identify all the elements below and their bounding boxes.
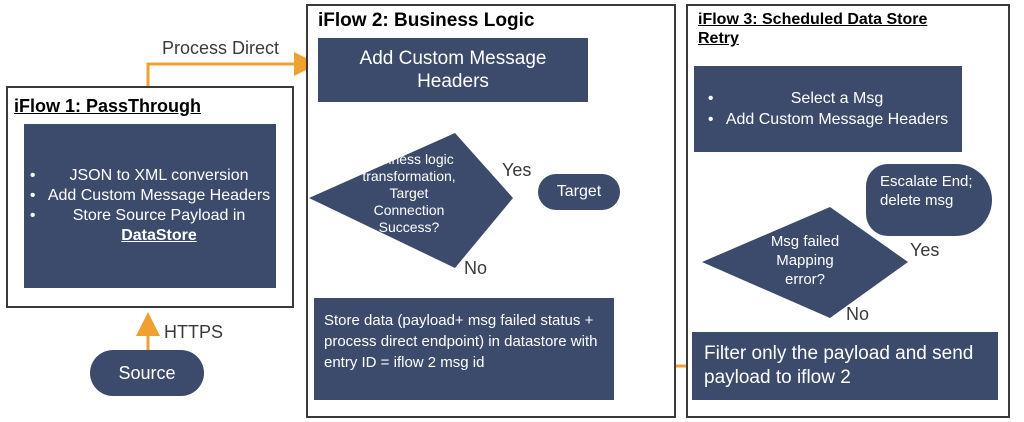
source-node: Source	[90, 350, 204, 396]
https-label: HTTPS	[164, 322, 224, 342]
iflow3-title: iFlow 3: Scheduled Data Store Retry	[698, 10, 927, 48]
iflow1-step-list: JSON to XML conversion Add Custom Messag…	[30, 166, 270, 246]
target-node: Target	[538, 174, 620, 210]
iflow1-steps-box: JSON to XML conversion Add Custom Messag…	[24, 124, 276, 288]
iflow2-decision-text: Business logic transformation, Target Co…	[362, 150, 456, 235]
iflow3-title-line2: Retry	[698, 30, 739, 47]
process-direct-label: Process Direct	[162, 38, 280, 58]
iflow1-step: Add Custom Message Headers	[30, 186, 270, 206]
iflow3-steps-box: Select a Msg Add Custom Message Headers	[694, 66, 962, 152]
iflow1-step: JSON to XML conversion	[30, 166, 270, 186]
iflow3-no-label: No	[846, 304, 870, 324]
iflow2-store-box: Store data (payload+ msg failed status +…	[314, 298, 614, 400]
iflow2-title: iFlow 2: Business Logic	[318, 10, 535, 31]
iflow1-title: iFlow 1: PassThrough	[14, 96, 202, 116]
iflow2-headers-box: Add Custom Message Headers	[318, 38, 588, 102]
iflow3-step: Select a Msg	[708, 88, 948, 109]
iflow1-frame: iFlow 1: PassThrough JSON to XML convers…	[6, 86, 294, 308]
escalate-node: Escalate End; delete msg	[866, 164, 992, 236]
iflow3-title-line1: iFlow 3: Scheduled Data Store	[698, 11, 928, 28]
datastore-label: DataStore	[121, 227, 197, 244]
iflow1-step-text: Store Source Payload in	[72, 207, 246, 224]
iflow3-step-list: Select a Msg Add Custom Message Headers	[708, 88, 948, 130]
iflow3-filter-box: Filter only the payload and send payload…	[692, 332, 998, 400]
iflow3-step: Add Custom Message Headers	[708, 109, 948, 130]
arrow-iflow1-to-iflow2	[146, 52, 318, 86]
iflow2-no-label: No	[464, 258, 488, 278]
iflow1-step: Store Source Payload in DataStore	[30, 206, 270, 246]
iflow3-yes-label: Yes	[910, 240, 940, 260]
iflow2-yes-label: Yes	[502, 160, 532, 180]
iflow3-decision-text: Msg failed Mapping error?	[770, 232, 840, 288]
